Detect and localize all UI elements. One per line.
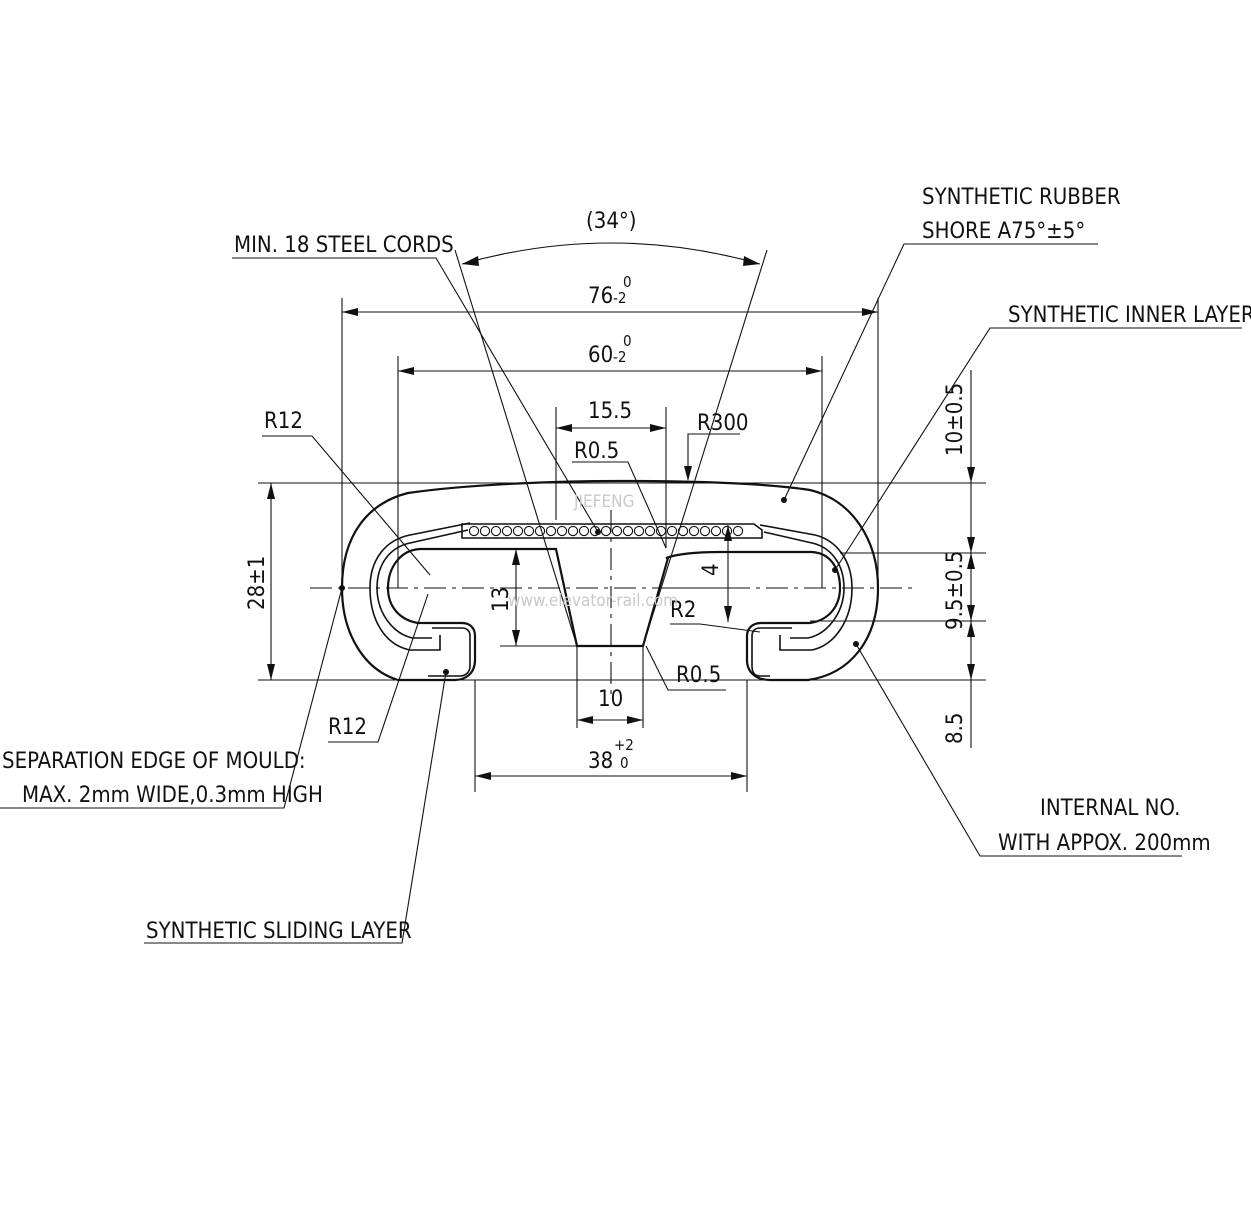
steel-cord [622, 525, 634, 537]
inner-layers-label: SYNTHETIC INNER LAYERS [1008, 303, 1251, 328]
steel-cord [699, 525, 711, 537]
angle-34-arc [461, 242, 761, 265]
dim-38-text: 38 [588, 749, 613, 774]
inner-layer-left-2 [376, 529, 469, 639]
rubber-label-2: SHORE A75°±5° [922, 219, 1085, 244]
steel-cord [633, 525, 645, 537]
steel-cord [556, 525, 568, 537]
text-labels: MIN. 18 STEEL CORDS SYNTHETIC RUBBER SHO… [2, 185, 1251, 944]
steel-cord [512, 525, 524, 537]
steel-cords [468, 525, 744, 537]
dim-r0-5-bottom-text: R0.5 [676, 663, 721, 688]
steel-cord [545, 525, 557, 537]
separation-label-2: MAX. 2mm WIDE,0.3mm HIGH [22, 783, 323, 808]
dim-60-tol-upper: 0 [623, 332, 632, 350]
dim-76-tol-upper: 0 [623, 273, 632, 291]
steel-cord [578, 525, 590, 537]
steel-cord [468, 525, 480, 537]
internal-label-2: WITH APPOX. 200mm [998, 831, 1211, 856]
steel-cord [655, 525, 667, 537]
right-pocket [751, 627, 792, 677]
steel-cord [479, 525, 491, 537]
internal-label-1: INTERNAL NO. [1040, 796, 1180, 821]
steel-cord [732, 525, 744, 537]
sliding-layer-label: SYNTHETIC SLIDING LAYER [146, 919, 412, 944]
steel-cord [688, 525, 700, 537]
left-pocket [428, 627, 471, 677]
dim-right-8-5-text: 8.5 [943, 713, 968, 744]
dim-r12-top-text: R12 [264, 409, 303, 434]
dim-38-tol-lower: 0 [620, 754, 629, 772]
steel-cord [644, 525, 656, 537]
dim-r0-5-top-text: R0.5 [574, 439, 619, 464]
dim-10-text: 10 [598, 687, 623, 712]
dim-13-text: 13 [489, 587, 514, 612]
steel-cord [534, 525, 546, 537]
steel-cord [501, 525, 513, 537]
dim-28-text: 28±1 [245, 556, 270, 610]
dim-60-tol-lower: -2 [613, 348, 626, 366]
dim-15-5-text: 15.5 [588, 399, 632, 424]
steel-cord [666, 525, 678, 537]
inner-layer-left [369, 522, 471, 651]
separation-label-1: SEPARATION EDGE OF MOULD: [2, 749, 306, 774]
dim-r2-text: R2 [670, 598, 696, 623]
rubber-label-1: SYNTHETIC RUBBER [922, 185, 1121, 210]
steel-cord [611, 525, 623, 537]
steel-cord [600, 525, 612, 537]
watermark-brand: JIEFENG [573, 492, 634, 512]
steel-cord [710, 525, 722, 537]
cord-band [461, 523, 763, 539]
steel-cord [567, 525, 579, 537]
watermark-site: www.elevator-rail.com [508, 591, 678, 611]
steel-cord [523, 525, 535, 537]
dim-r300-text: R300 [697, 411, 749, 436]
dim-4-text: 4 [699, 563, 724, 576]
steel-cord [490, 525, 502, 537]
dim-38-tol-upper: +2 [614, 736, 634, 754]
dim-right-9-5-text: 9.5±0.5 [943, 550, 968, 630]
dim-76-tol-lower: -2 [613, 289, 626, 307]
dim-76-text: 76 [588, 284, 613, 309]
dim-r12-bottom-text: R12 [328, 715, 367, 740]
steel-cord [677, 525, 689, 537]
leader-lines [0, 243, 1242, 944]
arrowheads [267, 256, 975, 780]
dim-60-text: 60 [588, 343, 613, 368]
dim-right-10-text: 10±0.5 [943, 383, 968, 456]
angle-34-text: (34°) [586, 209, 637, 234]
steel-cords-label: MIN. 18 STEEL CORDS [234, 233, 454, 258]
handrail-profile [310, 479, 912, 700]
